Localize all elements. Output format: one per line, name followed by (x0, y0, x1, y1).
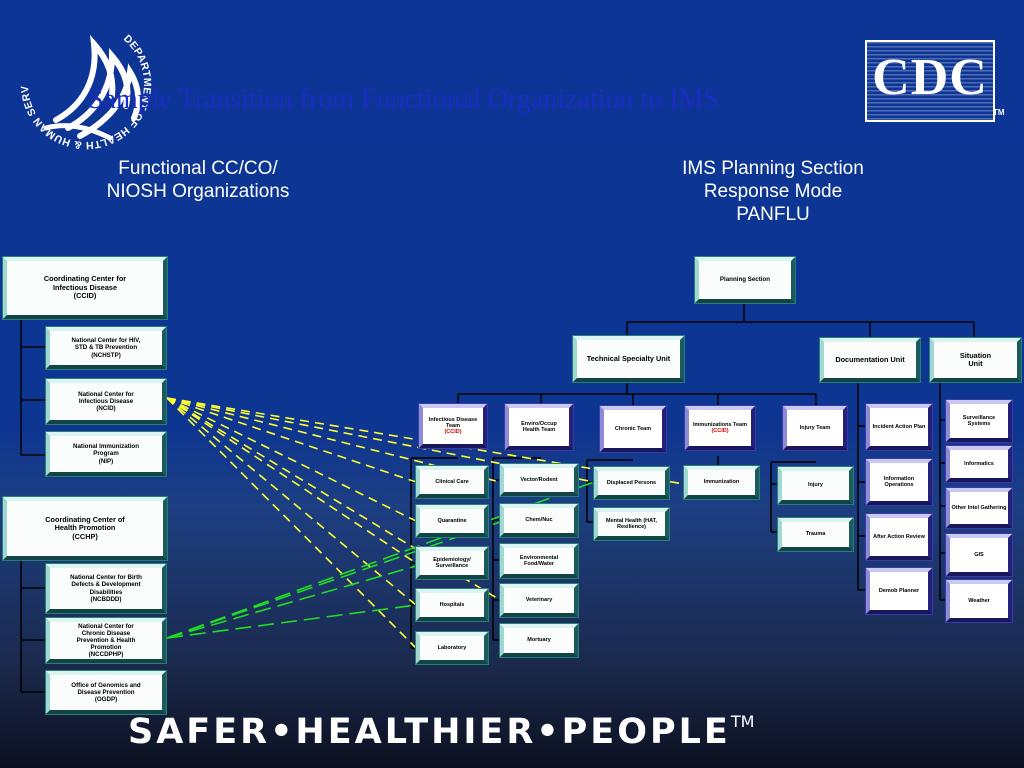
box-immunizations-team: Immunizations Team (CCID) (685, 406, 755, 450)
box-nip: National Immunization Program (NIP) (46, 432, 166, 476)
box-ncbddd: National Center for Birth Defects & Deve… (46, 564, 166, 613)
box-epidemiology: Epidemiology/ Surveillance (416, 547, 488, 579)
box-ncid: National Center for Infectious Disease (… (46, 379, 166, 424)
box-trauma: Trauma (778, 518, 853, 551)
right-heading: IMS Planning Section Response Mode PANFL… (682, 158, 864, 225)
box-injury-team: Injury Team (783, 406, 847, 450)
box-nchstp: National Center for HIV, STD & TB Preven… (46, 327, 166, 369)
tagline: SAFER•HEALTHIER•PEOPLETM (128, 712, 908, 762)
box-mortuary: Mortuary (500, 624, 578, 657)
box-other-intel-gathering: Other Intel Gathering (946, 488, 1012, 528)
box-ogdp: Office of Genomics and Disease Preventio… (46, 671, 166, 714)
box-veterinary: Veterinary (500, 584, 578, 617)
hhs-logo: DEPARTMENT OF HEALTH & HUMAN SERVICES·US… (12, 10, 153, 151)
box-nccdphp: National Center for Chronic Disease Prev… (46, 618, 166, 663)
box-technical-specialty-unit: Technical Specialty Unit (573, 336, 684, 382)
box-enviro-team: Enviro/Occup Health Team (505, 404, 573, 450)
box-demob-planner: Demob Planner (866, 568, 932, 614)
immunizations-team-label: Immunizations Team (693, 421, 747, 428)
box-mental-health: Mental Health (HAT, Resilience) (594, 508, 669, 540)
box-laboratory: Laboratory (416, 632, 488, 664)
box-environmental: Environmental Food/Water (500, 544, 578, 578)
box-planning-section: Planning Section (695, 257, 795, 303)
tagline-text: SAFER•HEALTHIER•PEOPLE (128, 712, 731, 752)
box-situation-unit: Situation Unit (930, 338, 1021, 382)
immunizations-team-tag: (CCID) (711, 428, 729, 434)
box-infectious-disease-team: Infectious Disease Team (CCID) (419, 404, 487, 448)
box-hospitals: Hospitals (416, 589, 488, 621)
box-documentation-unit: Documentation Unit (820, 338, 920, 382)
box-chronic-team: Chronic Team (600, 406, 666, 452)
box-weather: Weather (946, 580, 1012, 622)
infectious-team-tag: (CCID) (444, 429, 462, 436)
box-information-operations: Information Operations (866, 459, 932, 505)
box-surveillance-systems: Surveillance Systems (946, 400, 1012, 442)
box-cchp: Coordinating Center of Health Promotion … (3, 497, 167, 560)
box-chem-nuc: Chem/Nuc (500, 504, 578, 537)
box-ccid: Coordinating Center for Infectious Disea… (3, 257, 167, 319)
cdc-trademark: TM (993, 108, 1005, 117)
cdc-logo: CDC (865, 40, 995, 122)
slide-title: Sample Transition from Functional Organi… (88, 84, 720, 115)
box-displaced-persons: Displaced Persons (594, 467, 669, 499)
box-vector-rodent: Vector/Rodent (500, 464, 578, 496)
box-quarantine: Quarantine (416, 505, 488, 537)
box-injury: Injury (778, 467, 853, 504)
left-heading: Functional CC/CO/ NIOSH Organizations (106, 158, 290, 202)
box-immunization: Immunization (684, 466, 759, 499)
box-gis: GIS (946, 534, 1012, 576)
box-informatics: Informatics (946, 446, 1012, 482)
box-clinical-care: Clinical Care (416, 466, 488, 498)
cdc-logo-text: CDC (872, 49, 988, 106)
tagline-trademark: TM (730, 712, 755, 731)
box-after-action-review: After Action Review (866, 514, 932, 560)
infectious-team-label: Infectious Disease Team (428, 416, 478, 429)
box-incident-action-plan: Incident Action Plan (866, 404, 932, 450)
